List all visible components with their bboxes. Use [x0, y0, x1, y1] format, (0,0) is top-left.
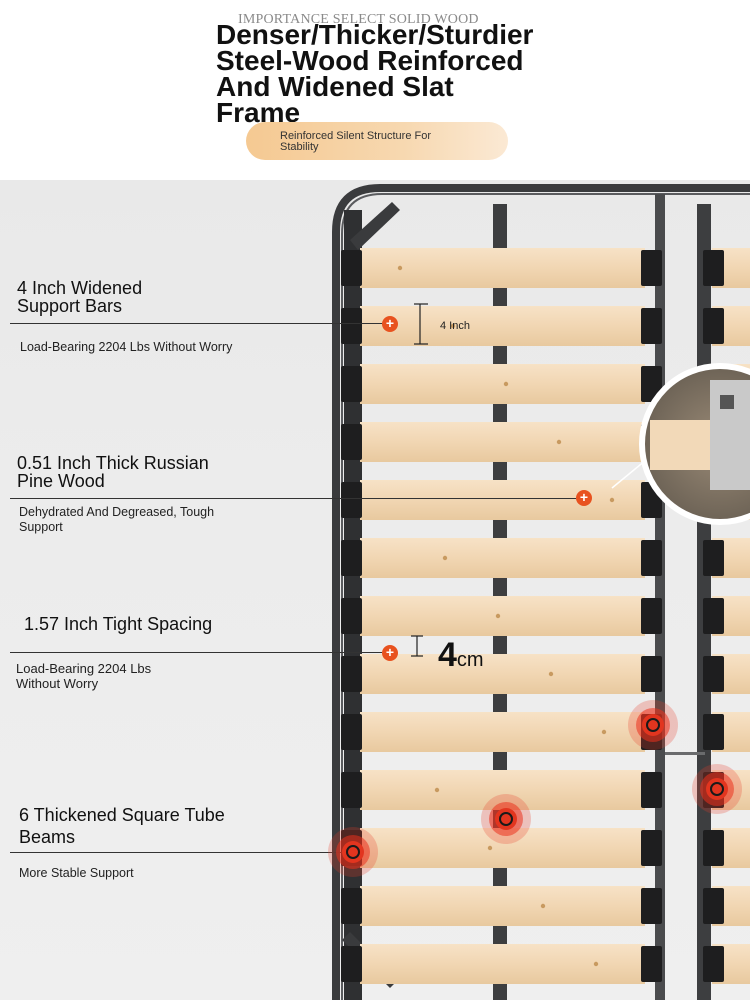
- wood-knot: [450, 323, 456, 329]
- spacing-value: 4: [438, 636, 457, 674]
- slat-clip: [641, 656, 662, 692]
- slat-clip: [641, 308, 662, 344]
- slat-clip: [703, 540, 724, 576]
- feature-title-line: Support Bars: [17, 296, 123, 316]
- feature-title-line: 1.57 Inch Tight Spacing: [24, 614, 213, 634]
- cross-beam: [665, 752, 705, 755]
- wood-knot: [495, 613, 501, 619]
- slat-clip: [641, 598, 662, 634]
- feature-leader-line-1: [10, 323, 388, 324]
- wood-slat: [360, 944, 645, 984]
- wood-slat: [360, 712, 645, 752]
- slat-clip: [341, 424, 362, 460]
- wood-slat: [360, 364, 645, 404]
- feature-desc-4: More Stable Support: [19, 866, 134, 880]
- slat-clip: [703, 656, 724, 692]
- feature-leader-line-4: [10, 852, 350, 853]
- wood-slat: [360, 422, 645, 462]
- slat-clip: [641, 772, 662, 808]
- feature-desc-2: Dehydrated And Degreased, Tough Support: [19, 505, 215, 534]
- slat-clip: [641, 540, 662, 576]
- slat-clip: [703, 250, 724, 286]
- slat-clip: [341, 656, 362, 692]
- slat-clip: [641, 366, 662, 402]
- wood-slat: [360, 654, 645, 694]
- slat-clip: [341, 540, 362, 576]
- slat-clip: [641, 888, 662, 924]
- slat-clip: [341, 308, 362, 344]
- slat-clip: [703, 888, 724, 924]
- plus-marker-icon: +: [382, 316, 398, 332]
- wood-knot: [601, 729, 607, 735]
- wood-knot: [487, 845, 493, 851]
- slat-clip: [641, 830, 662, 866]
- wood-slat: [360, 480, 645, 520]
- feature-title-line: 4 Inch Widened: [17, 278, 143, 298]
- wood-slat: [360, 538, 645, 578]
- feature-title-1: 4 Inch Widened Support Bars: [17, 279, 142, 315]
- slat-clip: [703, 946, 724, 982]
- feature-title-4: 6 Thickened Square Tube Beams: [19, 804, 225, 848]
- wood-knot: [503, 381, 509, 387]
- subtitle-pill-text: Reinforced Silent Structure For Stabilit…: [280, 130, 432, 153]
- title-line: Steel-Wood Reinforced: [216, 45, 524, 76]
- wood-slat: [360, 248, 645, 288]
- slat-clip: [641, 946, 662, 982]
- title-line: And Widened Slat: [216, 71, 454, 102]
- wood-knot: [556, 439, 562, 445]
- header-watermark-text: IMPORTANCE SELECT SOLID WOOD: [238, 12, 479, 27]
- feature-title-line: 6 Thickened Square Tube: [19, 805, 225, 825]
- title-line: Frame: [216, 97, 301, 128]
- title-line: Denser/Thicker/Sturdier: [216, 19, 534, 50]
- slat-clip: [703, 714, 724, 750]
- wood-slat: [360, 596, 645, 636]
- feature-title-2: 0.51 Inch Thick Russian Pine Wood: [17, 454, 209, 490]
- beam-marker-icon: [692, 764, 742, 814]
- wood-knot: [442, 555, 448, 561]
- feature-title-line: 0.51 Inch Thick Russian: [17, 453, 209, 473]
- beam-marker-icon: [481, 794, 531, 844]
- slat-clip: [341, 250, 362, 286]
- slat-clip: [341, 888, 362, 924]
- slat-clip: [641, 250, 662, 286]
- plus-marker-icon: +: [382, 645, 398, 661]
- feature-desc-3: Load-Bearing 2204 Lbs Without Worry: [16, 661, 152, 691]
- caliper-zoom-inset: [639, 363, 750, 525]
- spacing-unit: cm: [456, 649, 484, 671]
- slat-clip: [703, 598, 724, 634]
- slat-clip: [341, 598, 362, 634]
- wood-slat: [360, 886, 645, 926]
- feature-leader-line-2: [10, 498, 576, 499]
- beam-marker-icon: [328, 827, 378, 877]
- subtitle-pill: [246, 122, 508, 160]
- slat-clip: [341, 946, 362, 982]
- wood-knot: [434, 787, 440, 793]
- slat-clip: [703, 308, 724, 344]
- plus-marker-icon: +: [576, 490, 592, 506]
- spacing-measure-label: 4cm: [438, 636, 484, 675]
- width-measure-label: 4 Inch: [440, 320, 470, 332]
- wood-slats: [341, 248, 750, 984]
- feature-title-3: 1.57 Inch Tight Spacing: [24, 615, 212, 633]
- slat-clip: [703, 830, 724, 866]
- feature-title-line: Pine Wood: [17, 471, 105, 491]
- wood-knot: [548, 671, 554, 677]
- bed-frame-illustration: [332, 184, 750, 1000]
- page-title: Denser/Thicker/Sturdier Steel-Wood Reinf…: [216, 19, 596, 128]
- slat-clip: [341, 772, 362, 808]
- slat-clip: [341, 482, 362, 518]
- beam-marker-icon: [628, 700, 678, 750]
- slat-clip: [341, 366, 362, 402]
- wood-slat: [360, 306, 645, 346]
- feature-desc-1: Load-Bearing 2204 Lbs Without Worry: [20, 340, 233, 354]
- slat-clip: [341, 714, 362, 750]
- wood-knot: [609, 497, 615, 503]
- wood-knot: [397, 265, 403, 271]
- wood-knot: [540, 903, 546, 909]
- feature-title-line: Beams: [19, 827, 76, 847]
- feature-leader-line-3: [10, 652, 382, 653]
- wood-knot: [593, 961, 599, 967]
